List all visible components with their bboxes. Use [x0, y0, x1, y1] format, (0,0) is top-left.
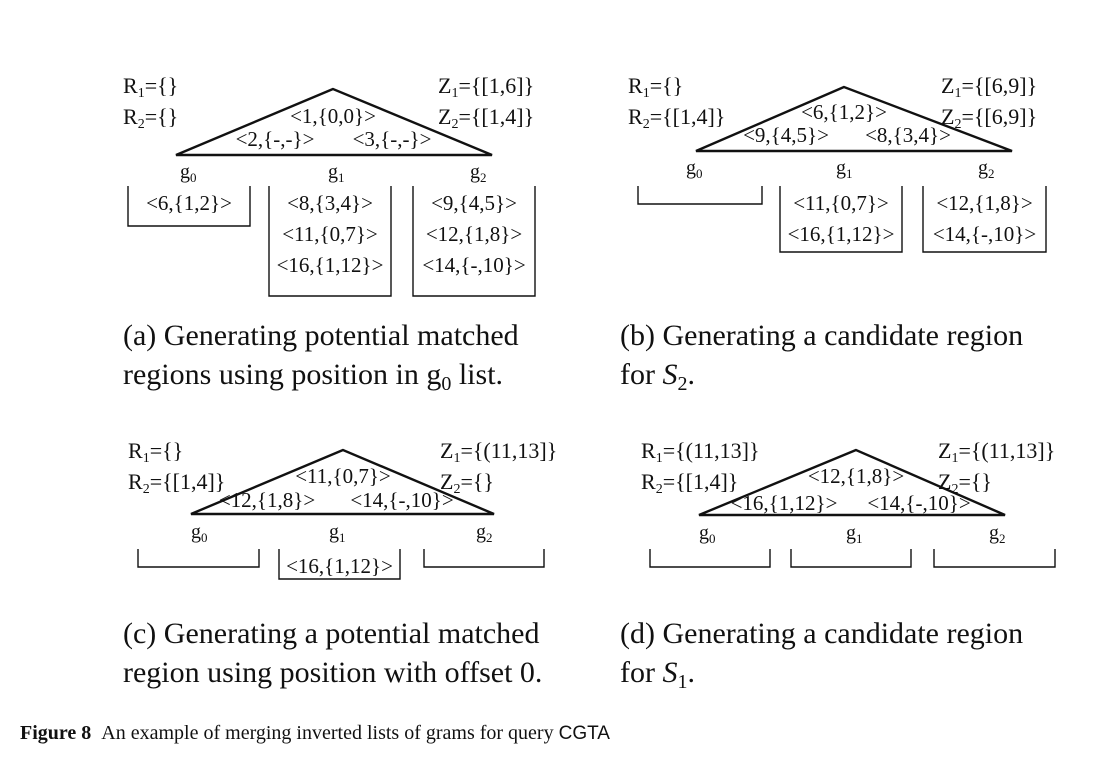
figure-canvas: R1={}R2={}Z1={[1,6]}Z2={[1,4]}<1,{0,0}><… — [123, 73, 1056, 693]
list-entry: <12,{1,8}> — [426, 222, 522, 246]
gram-label-g1: g1 — [836, 157, 853, 181]
figure-label: Figure 8 — [20, 722, 92, 744]
inverted-list-g0 — [127, 186, 251, 227]
list-entry: <9,{4,5}> — [431, 191, 517, 215]
triangle-right-entry: <8,{3,4}> — [865, 123, 951, 147]
z2-set: Z2={[6,9]} — [941, 104, 1037, 132]
inverted-list-g0 — [137, 549, 260, 568]
gram-label-g2: g2 — [978, 157, 995, 181]
panel-caption-line1: (b) Generating a candidate region — [620, 319, 1023, 352]
z1-set: Z1={(11,13]} — [938, 438, 1055, 466]
panel-a: R1={}R2={}Z1={[1,6]}Z2={[1,4]}<1,{0,0}><… — [123, 73, 536, 395]
inverted-list-g2 — [933, 549, 1056, 568]
r2-set: R2={[1,4]} — [628, 104, 725, 132]
r1-set: R1={} — [128, 438, 183, 466]
gram-label-g0: g0 — [699, 522, 716, 546]
gram-label-g0: g0 — [686, 157, 703, 181]
inverted-list-g1 — [779, 186, 903, 253]
gram-triangle — [175, 87, 493, 157]
list-entry: <12,{1,8}> — [936, 191, 1032, 215]
list-entry: <6,{1,2}> — [146, 191, 232, 215]
gram-label-g1: g1 — [846, 522, 863, 546]
triangle-top-entry: <6,{1,2}> — [801, 100, 887, 124]
list-entry: <14,{-,10}> — [933, 222, 1036, 246]
panel-d: R1={(11,13]}R2={[1,4]}Z1={(11,13]}Z2={}<… — [620, 438, 1056, 693]
inverted-list-g1 — [268, 186, 392, 297]
gram-triangle — [698, 448, 1006, 517]
triangle-right-entry: <3,{-,-}> — [353, 127, 432, 151]
gram-label-g2: g2 — [470, 161, 487, 185]
triangle-top-entry: <1,{0,0}> — [290, 104, 376, 128]
panel-caption-line1: (a) Generating potential matched — [123, 319, 519, 352]
r1-set: R1={} — [123, 73, 178, 101]
r1-set: R1={(11,13]} — [641, 438, 760, 466]
z1-set: Z1={[1,6]} — [438, 73, 534, 101]
list-entry: <16,{1,12}> — [788, 222, 895, 246]
triangle-left-entry: <12,{1,8}> — [219, 488, 315, 512]
triangle-left-entry: <2,{-,-}> — [236, 127, 315, 151]
panel-b: R1={} R2={[1,4]} Z1={[6,9]} Z2={[6,9]} <6,{1… — [620, 73, 1047, 395]
triangle-top-entry: <11,{0,7}> — [295, 464, 391, 488]
gram-label-g0: g0 — [180, 161, 197, 185]
inverted-list-g1 — [278, 549, 401, 580]
r2-set: R2={} — [123, 104, 178, 132]
triangle-right-entry: <14,{-,10}> — [350, 488, 453, 512]
gram-label-g2: g2 — [989, 522, 1006, 546]
inverted-list-g2 — [423, 549, 545, 568]
gram-label-g2: g2 — [476, 521, 493, 545]
list-entry: <16,{1,12}> — [277, 253, 384, 277]
list-entry: <14,{-,10}> — [422, 253, 525, 277]
list-entry: <16,{1,12}> — [286, 554, 393, 578]
list-entry: <11,{0,7}> — [282, 222, 378, 246]
gram-label-g1: g1 — [329, 521, 346, 545]
list-entry: <8,{3,4}> — [287, 191, 373, 215]
z2-set: Z2={[1,4]} — [438, 104, 534, 132]
gram-triangle — [190, 448, 495, 516]
figure-query: CGTA — [558, 723, 610, 744]
r2-set: R2={[1,4]} — [128, 469, 225, 497]
inverted-list-g0 — [637, 186, 763, 205]
gram-triangle — [695, 85, 1013, 153]
triangle-top-entry: <12,{1,8}> — [808, 464, 904, 488]
z2-set: Z2={} — [938, 469, 992, 497]
panel-caption-line1: (c) Generating a potential matched — [123, 617, 539, 650]
triangle-right-entry: <14,{-,10}> — [867, 491, 970, 515]
gram-label-g0: g0 — [191, 521, 208, 545]
figure-caption: Figure 8 An example of merging inverted l… — [20, 722, 610, 745]
r1-set: R1={} — [628, 73, 683, 101]
inverted-list-g1 — [790, 549, 912, 568]
figure-text: An example of merging inverted lists of … — [101, 722, 559, 744]
inverted-list-g2 — [922, 186, 1047, 253]
panel-c: R1={} R2={[1,4]} Z1={(11,13]} Z2={} <11,{0,7… — [123, 438, 557, 689]
panel-caption-line2: for S2. — [620, 358, 695, 395]
r2-set: R2={[1,4]} — [641, 469, 738, 497]
panel-caption-line2: region using position with offset 0. — [123, 656, 542, 689]
z1-set: Z1={[6,9]} — [941, 73, 1037, 101]
inverted-list-g0 — [649, 549, 771, 568]
inverted-list-g2 — [412, 186, 536, 297]
triangle-left-entry: <9,{4,5}> — [743, 123, 829, 147]
panel-caption-line2: regions using position in g0 list. — [123, 358, 503, 395]
panel-caption-line2: for S1. — [620, 656, 695, 693]
z2-set: Z2={} — [440, 469, 494, 497]
panel-caption-line1: (d) Generating a candidate region — [620, 617, 1023, 650]
list-entry: <11,{0,7}> — [793, 191, 889, 215]
gram-label-g1: g1 — [328, 161, 345, 185]
triangle-left-entry: <16,{1,12}> — [731, 491, 838, 515]
z1-set: Z1={(11,13]} — [440, 438, 557, 466]
